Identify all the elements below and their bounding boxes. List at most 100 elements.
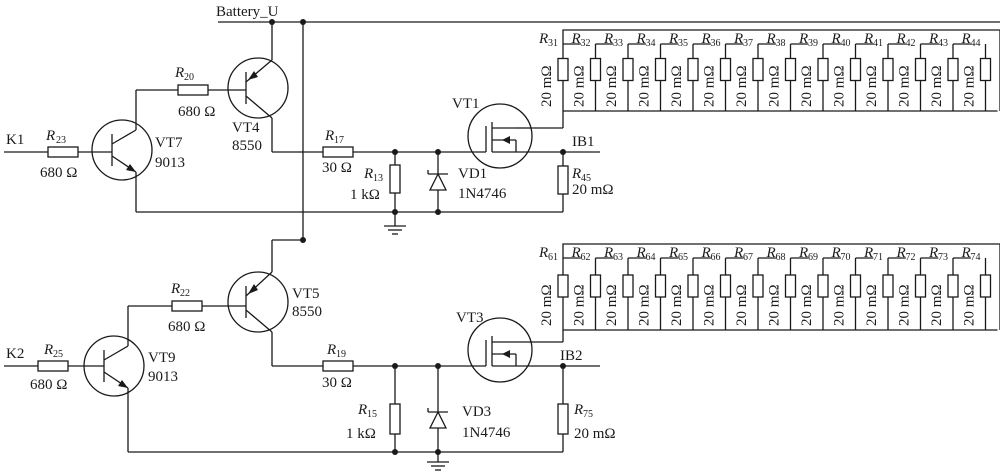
load-resistor-sub: 65: [678, 252, 688, 263]
r20-letter: R: [174, 65, 184, 81]
load-resistor-letter: R: [603, 245, 613, 261]
r13-letter: R: [363, 166, 373, 182]
load-resistor-sub: 68: [776, 252, 786, 263]
load-resistor-letter: R: [766, 31, 776, 47]
resistor-r25: [37, 360, 69, 372]
load-resistor-value: 20 mΩ: [832, 65, 848, 107]
r15-sub: 15: [367, 409, 377, 420]
load-resistor-value: 20 mΩ: [637, 65, 653, 107]
r22-letter: R: [170, 281, 180, 297]
load-resistor-r35: [687, 57, 699, 82]
load-resistor-letter: R: [733, 245, 743, 261]
vt9-part: 9013: [148, 369, 178, 385]
load-resistor-letter: R: [896, 31, 906, 47]
r25-letter: R: [43, 342, 53, 358]
load-resistor-value: 20 mΩ: [864, 65, 880, 107]
load-resistor-r42: [914, 57, 927, 82]
load-resistor-letter: R: [668, 245, 678, 261]
load-resistor-letter: R: [831, 31, 841, 47]
r23-value: 680 Ω: [40, 165, 77, 181]
vd3-part: 1N4746: [462, 425, 511, 441]
load-resistor-value: 20 mΩ: [897, 65, 913, 107]
resistor-r17: [322, 146, 354, 158]
load-resistor-value: 20 mΩ: [864, 284, 880, 326]
load-resistor-value: 20 mΩ: [702, 65, 718, 107]
load-resistor-sub: 38: [776, 38, 786, 49]
vt5-name: VT5: [292, 286, 320, 302]
r22-value: 680 Ω: [168, 319, 205, 335]
load-resistor-r69: [817, 274, 829, 298]
load-resistor-value: 20 mΩ: [734, 65, 750, 107]
load-resistor-letter: R: [636, 31, 646, 47]
load-resistor-r66: [719, 274, 732, 298]
r17-letter: R: [324, 128, 334, 144]
load-resistor-r41: [882, 57, 894, 82]
r75-value: 20 mΩ: [574, 426, 616, 442]
r22-sub: 22: [180, 288, 190, 299]
resistor-r19: [322, 360, 354, 372]
load-resistor-letter: R: [798, 31, 808, 47]
load-resistor-sub: 42: [906, 38, 916, 49]
r13-value: 1 kΩ: [350, 187, 380, 203]
load-resistor-r63: [622, 274, 634, 298]
vt1-name: VT1: [452, 96, 480, 112]
load-resistor-value: 20 mΩ: [539, 65, 555, 107]
load-resistor-r72: [914, 274, 927, 298]
r75-letter: R: [573, 402, 583, 418]
load-resistor-r65: [687, 274, 699, 298]
load-resistor-letter: R: [961, 245, 971, 261]
zener-vd3: [428, 410, 448, 429]
r45-letter: R: [571, 166, 581, 182]
supply-rail: Battery_U: [216, 4, 1000, 272]
resistor-r23: [47, 146, 79, 158]
load-resistor-letter: R: [701, 31, 711, 47]
vd1-name: VD1: [458, 166, 487, 182]
mosfet-vt1: [467, 103, 533, 169]
load-resistor-value: 20 mΩ: [702, 284, 718, 326]
vt3-name: VT3: [456, 310, 484, 326]
load-resistor-letter: R: [863, 31, 873, 47]
load-resistor-sub: 70: [841, 252, 851, 263]
load-resistor-sub: 34: [646, 38, 656, 49]
load-resistor-sub: 41: [873, 38, 883, 49]
load-resistor-letter: R: [928, 245, 938, 261]
r45-value: 20 mΩ: [572, 182, 614, 198]
load-resistor-r37: [752, 57, 764, 82]
load-resistor-sub: 74: [971, 252, 981, 263]
vd1-part: 1N4746: [458, 186, 507, 202]
vt7-part: 9013: [155, 155, 185, 171]
load-resistor-sub: 35: [678, 38, 688, 49]
load-resistor-sub: 71: [873, 252, 883, 263]
r15-letter: R: [357, 402, 367, 418]
load-resistor-value: 20 mΩ: [799, 284, 815, 326]
load-resistor-letter: R: [961, 31, 971, 47]
load-resistor-r33: [622, 57, 634, 82]
load-resistor-letter: R: [603, 31, 613, 47]
load-resistor-value: 20 mΩ: [767, 65, 783, 107]
load-resistor-r40: [849, 57, 862, 82]
load-resistor-sub: 40: [841, 38, 851, 49]
load-resistor-r68: [784, 274, 797, 298]
load-resistor-value: 20 mΩ: [929, 284, 945, 326]
r15-value: 1 kΩ: [346, 426, 376, 442]
load-resistor-value: 20 mΩ: [637, 284, 653, 326]
resistor-r22: [171, 300, 203, 312]
load-resistor-r31: [557, 57, 569, 82]
load-resistor-letter: R: [571, 245, 581, 261]
load-resistor-sub: 73: [938, 252, 948, 263]
vt7-name: VT7: [155, 135, 183, 151]
transistor-vt5: [227, 271, 289, 333]
load-resistor-r67: [752, 274, 764, 298]
transistor-vt9: [83, 335, 145, 397]
r19-letter: R: [326, 342, 336, 358]
load-resistor-sub: 37: [743, 38, 753, 49]
resistor-r20: [177, 84, 209, 96]
vt4-name: VT4: [232, 120, 260, 136]
load-resistor-r44: [979, 57, 992, 82]
resistor-r75: [557, 403, 569, 435]
load-resistor-sub: 63: [613, 252, 623, 263]
load-resistor-r70: [849, 274, 862, 298]
load-resistor-letter: R: [733, 31, 743, 47]
load-resistor-sub: 69: [808, 252, 818, 263]
